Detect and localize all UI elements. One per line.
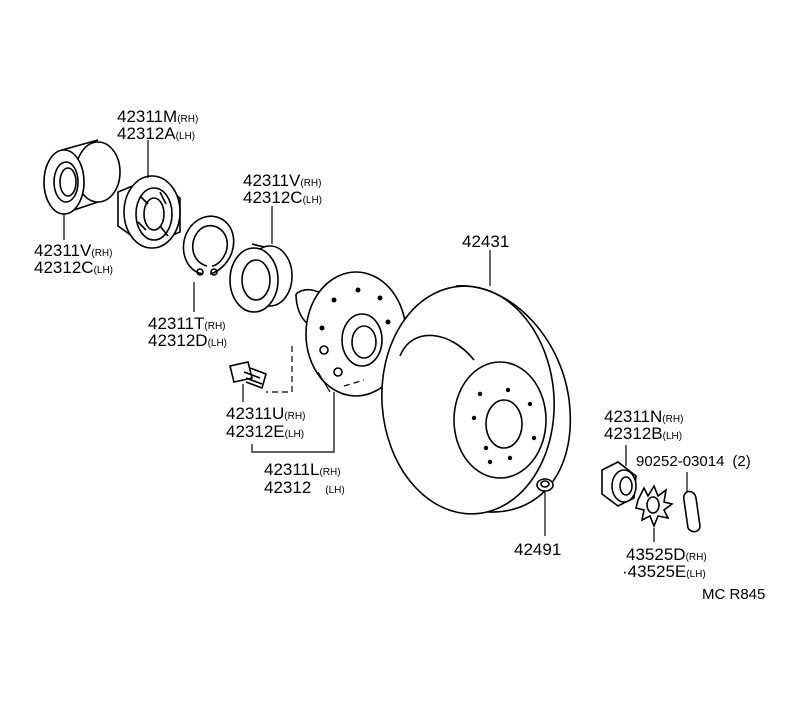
- hub-bolt: [229, 361, 267, 390]
- leader-lines: [63, 140, 688, 542]
- cotter-pin: [683, 490, 701, 533]
- svg-text:42311L(RH): 42311L(RH): [264, 460, 341, 479]
- label-42491: 42491: [514, 540, 561, 559]
- label-42431: 42431: [462, 232, 509, 251]
- label-43525d: 43525D(RH) ·43525E(LH): [622, 545, 707, 581]
- svg-text:42312E(LH): 42312E(LH): [226, 422, 304, 441]
- diagram-caption: MC R845: [702, 586, 765, 603]
- svg-text:42312D(LH): 42312D(LH): [148, 331, 227, 350]
- label-42311u: 42311U(RH) 42312E(LH): [226, 404, 305, 441]
- label-42311n: 42311N(RH) 42312B(LH): [604, 407, 683, 443]
- svg-text:·43525E(LH): ·43525E(LH): [622, 562, 706, 581]
- svg-text:42311V(RH): 42311V(RH): [243, 171, 321, 190]
- svg-text:42311N(RH): 42311N(RH): [604, 407, 683, 426]
- svg-text:42312B(LH): 42312B(LH): [604, 424, 682, 443]
- svg-text:MC R845: MC R845: [702, 586, 765, 603]
- label-90252: 90252-03014(2): [636, 453, 751, 470]
- nut-lock-cap: [635, 484, 674, 529]
- svg-text:42312A(LH): 42312A(LH): [117, 124, 195, 143]
- svg-text:42311U(RH): 42311U(RH): [226, 404, 305, 423]
- svg-text:42311T(RH): 42311T(RH): [148, 314, 226, 333]
- disc-rotor: [381, 285, 572, 515]
- label-42311l: 42311L(RH) 42312(LH): [264, 460, 345, 497]
- svg-text:42491: 42491: [514, 540, 561, 559]
- label-42311v-left: 42311V(RH) 42312C(LH): [34, 241, 113, 277]
- wheel-bearing: [117, 175, 181, 249]
- svg-text:90252-03014(2): 90252-03014(2): [636, 453, 751, 470]
- svg-text:43525D(RH): 43525D(RH): [626, 545, 707, 564]
- hub-nut: [601, 461, 637, 507]
- label-42311m: 42311M(RH) 42312A(LH): [117, 107, 198, 143]
- axle-hub: [295, 271, 407, 397]
- svg-text:42312(LH): 42312(LH): [264, 478, 345, 497]
- outer-race-right: [229, 243, 293, 313]
- svg-text:42311V(RH): 42311V(RH): [34, 241, 112, 260]
- disc-screw: [536, 478, 554, 492]
- svg-text:42312C(LH): 42312C(LH): [34, 258, 113, 277]
- label-42311t: 42311T(RH) 42312D(LH): [148, 314, 227, 350]
- svg-text:42311M(RH): 42311M(RH): [117, 107, 198, 126]
- outer-race-left: [43, 139, 121, 215]
- svg-text:42312C(LH): 42312C(LH): [243, 188, 322, 207]
- label-42311v-right: 42311V(RH) 42312C(LH): [243, 171, 322, 207]
- snap-ring: [182, 215, 235, 276]
- svg-text:42431: 42431: [462, 232, 509, 251]
